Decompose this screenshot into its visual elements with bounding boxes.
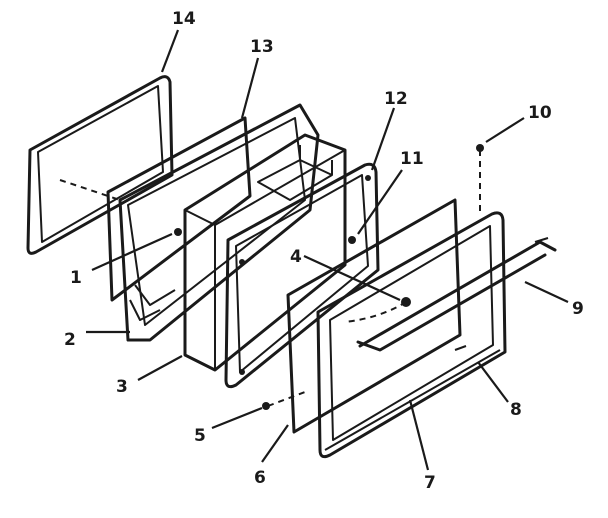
callout-11: 11 — [400, 149, 424, 169]
leader-7 — [408, 399, 430, 471]
callout-3: 3 — [116, 377, 128, 397]
part-7-outer-frame — [316, 211, 507, 459]
leader-1 — [91, 232, 173, 272]
part-10-screw — [476, 144, 484, 152]
leader-5 — [211, 406, 263, 430]
part-12-liner-panel — [224, 162, 380, 389]
part-9-handle — [356, 237, 557, 352]
leader-8 — [477, 361, 509, 403]
part-13-frame — [106, 103, 320, 342]
callout-12: 12 — [384, 89, 408, 109]
callout-2: 2 — [64, 330, 76, 350]
leader-12 — [370, 107, 396, 171]
part-6-glass-panel — [286, 198, 462, 434]
leader-6 — [261, 424, 289, 463]
callout-9: 9 — [572, 299, 584, 319]
part-5-screw — [262, 402, 270, 410]
leader-13 — [240, 57, 260, 119]
part-4-alignment-line — [344, 301, 407, 323]
leader-10 — [485, 117, 525, 143]
callout-1: 1 — [70, 268, 82, 288]
callout-4: 4 — [290, 247, 302, 267]
leader-11 — [357, 169, 403, 235]
leader-14 — [160, 29, 180, 73]
leader-4 — [303, 255, 401, 301]
callout-10: 10 — [528, 103, 552, 123]
callout-5: 5 — [194, 426, 206, 446]
part-14-gasket — [26, 75, 174, 255]
leader-9 — [524, 281, 569, 303]
leader-3 — [137, 355, 183, 381]
callout-7: 7 — [424, 473, 436, 493]
part-1-screw — [174, 228, 182, 236]
callout-6: 6 — [254, 468, 266, 488]
part-5-alignment-line — [267, 391, 306, 407]
callout-14: 14 — [172, 9, 196, 29]
callout-8: 8 — [510, 400, 522, 420]
part-11-screw — [348, 236, 356, 244]
part-3-insulation-box — [183, 133, 347, 372]
part-8-vent-slot — [454, 345, 467, 351]
callout-13: 13 — [250, 37, 274, 57]
